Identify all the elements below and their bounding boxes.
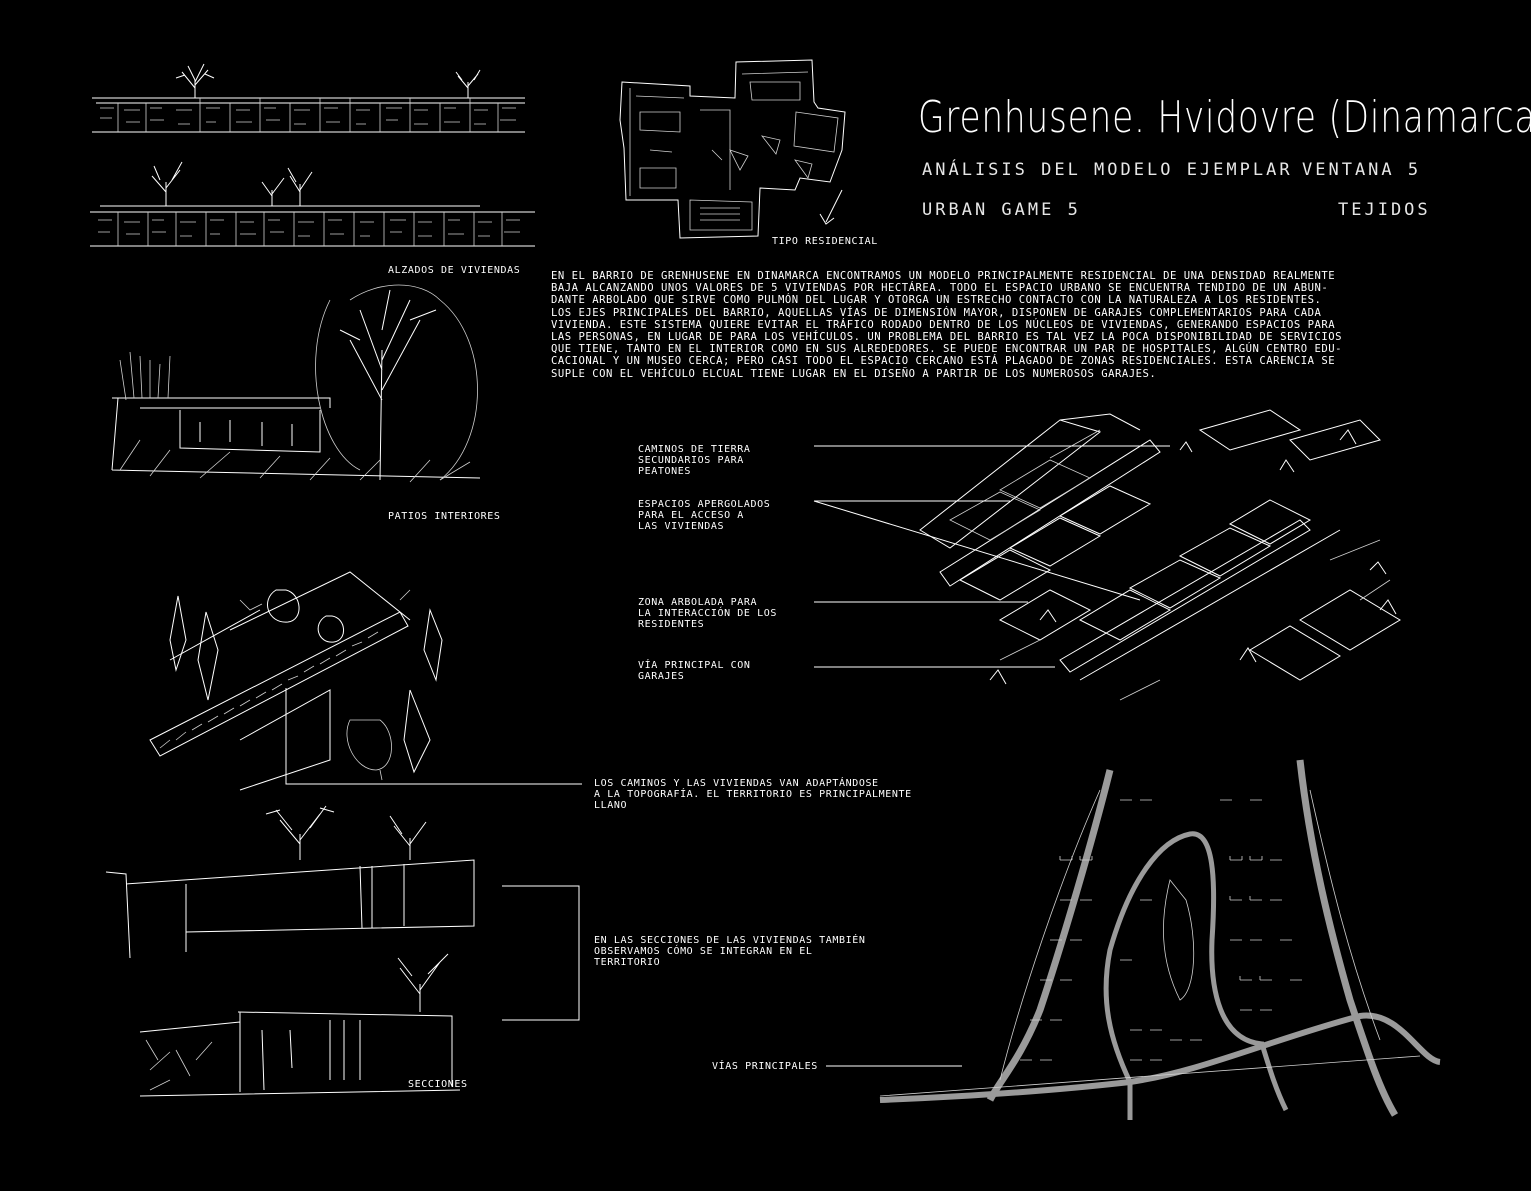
- axonometric-sketch: [919, 409, 1401, 701]
- roads-map-sketch: [879, 759, 1441, 1120]
- label-topografia: LOS CAMINOS Y LAS VIVIENDAS VAN ADAPTÁND…: [594, 778, 912, 811]
- patios-sketch: [111, 284, 481, 483]
- floor-plan-sketch: [619, 59, 846, 239]
- subtitle-window: VENTANA 5: [1302, 160, 1422, 180]
- leader-lines: [285, 445, 1170, 1067]
- label-via-principal: VÍA PRINCIPAL CON GARAJES: [638, 660, 751, 682]
- label-secciones-nota: EN LAS SECCIONES DE LAS VIVIENDAS TAMBIÉ…: [594, 935, 866, 968]
- page-title: Grenhusene. Hvidovre (Dinamarca): [918, 92, 1531, 143]
- subtitle-tejidos: TEJIDOS: [1338, 200, 1431, 220]
- label-alzados: ALZADOS DE VIVIENDAS: [388, 265, 521, 276]
- label-zona-arbolada: ZONA ARBOLADA PARA LA INTERACCIÓN DE LOS…: [638, 597, 778, 630]
- label-tipo-residencial: TIPO RESIDENCIAL: [772, 236, 878, 247]
- label-secciones: SECCIONES: [408, 1079, 468, 1090]
- topography-sketch: [149, 571, 443, 791]
- label-caminos-tierra: CAMINOS DE TIERRA SECUNDARIOS PARA PEATO…: [638, 444, 751, 477]
- description-text: EN EL BARRIO DE GRENHUSENE EN DINAMARCA …: [551, 270, 1342, 380]
- label-espacios-apergolados: ESPACIOS APERGOLADOS PARA EL ACCESO A LA…: [638, 499, 771, 532]
- elevations-sketch: [90, 63, 535, 247]
- label-vias-principales: VÍAS PRINCIPALES: [712, 1061, 818, 1072]
- subtitle-analysis: ANÁLISIS DEL MODELO EJEMPLAR: [922, 160, 1293, 180]
- label-patios: PATIOS INTERIORES: [388, 511, 501, 522]
- sections-sketch: [105, 805, 475, 1097]
- subtitle-urban-game: URBAN GAME 5: [922, 200, 1081, 220]
